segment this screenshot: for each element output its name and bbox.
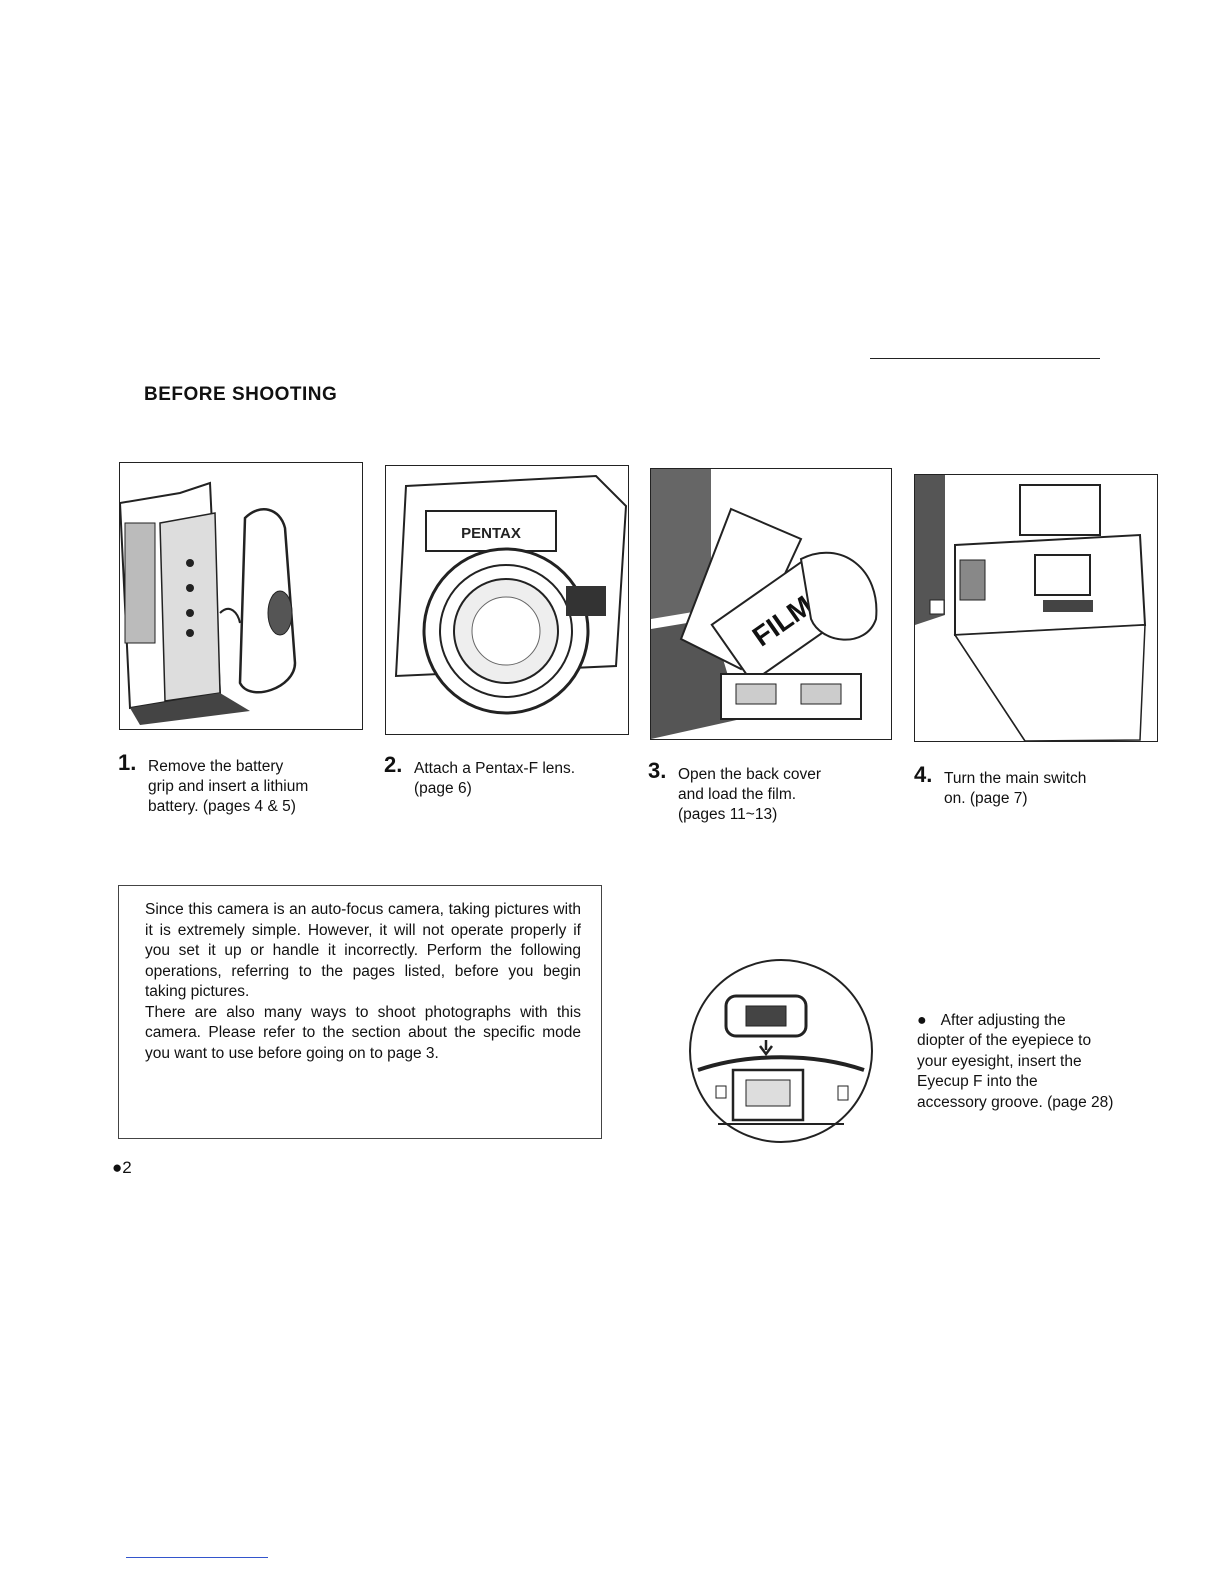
page-number: ●2: [112, 1158, 132, 1177]
battery-grip-illustration: [119, 462, 363, 730]
eyecup-note-text: After adjusting the diopter of the eyepi…: [917, 1011, 1114, 1111]
step-4: 4. Turn the main switch on. (page 7): [914, 764, 1164, 809]
main-switch-drawing: [915, 475, 1147, 741]
eyecup-note: ●After adjusting the diopter of the eyep…: [917, 990, 1167, 1113]
footer-rule: [126, 1557, 268, 1558]
main-switch-illustration: [914, 474, 1158, 742]
step-4-number: 4.: [914, 762, 933, 787]
step-1-number: 1.: [118, 750, 137, 775]
bullet-icon: ●: [917, 1011, 927, 1029]
section-title: BEFORE SHOOTING: [144, 384, 338, 405]
film-load-drawing: FILM: [651, 469, 891, 739]
film-load-illustration: FILM: [650, 468, 892, 740]
step-3-text: Open the back cover and load the film. (…: [678, 766, 822, 823]
eyecup-drawing: [689, 959, 873, 1143]
lens-attach-illustration: PENTAX: [385, 465, 629, 735]
step-2: 2. Attach a Pentax-F lens. (page 6): [384, 754, 634, 799]
notice-text: Since this camera is an auto-focus camer…: [145, 901, 581, 1062]
step-1: 1. Remove the battery grip and insert a …: [118, 752, 368, 817]
lens-attach-drawing: PENTAX: [394, 474, 628, 715]
lens-brand-label: PENTAX: [461, 525, 521, 542]
step-2-text: Attach a Pentax-F lens. (page 6): [414, 760, 576, 797]
battery-grip-drawing: [120, 481, 297, 725]
step-3-number: 3.: [648, 758, 667, 783]
step-1-text: Remove the battery grip and insert a lit…: [148, 758, 309, 815]
header-rule: [870, 358, 1100, 359]
step-4-text: Turn the main switch on. (page 7): [944, 770, 1087, 807]
notice-box: Since this camera is an auto-focus camer…: [118, 885, 602, 1139]
step-2-number: 2.: [384, 752, 403, 777]
eyecup-illustration: [688, 958, 874, 1144]
step-3: 3. Open the back cover and load the film…: [648, 760, 898, 825]
